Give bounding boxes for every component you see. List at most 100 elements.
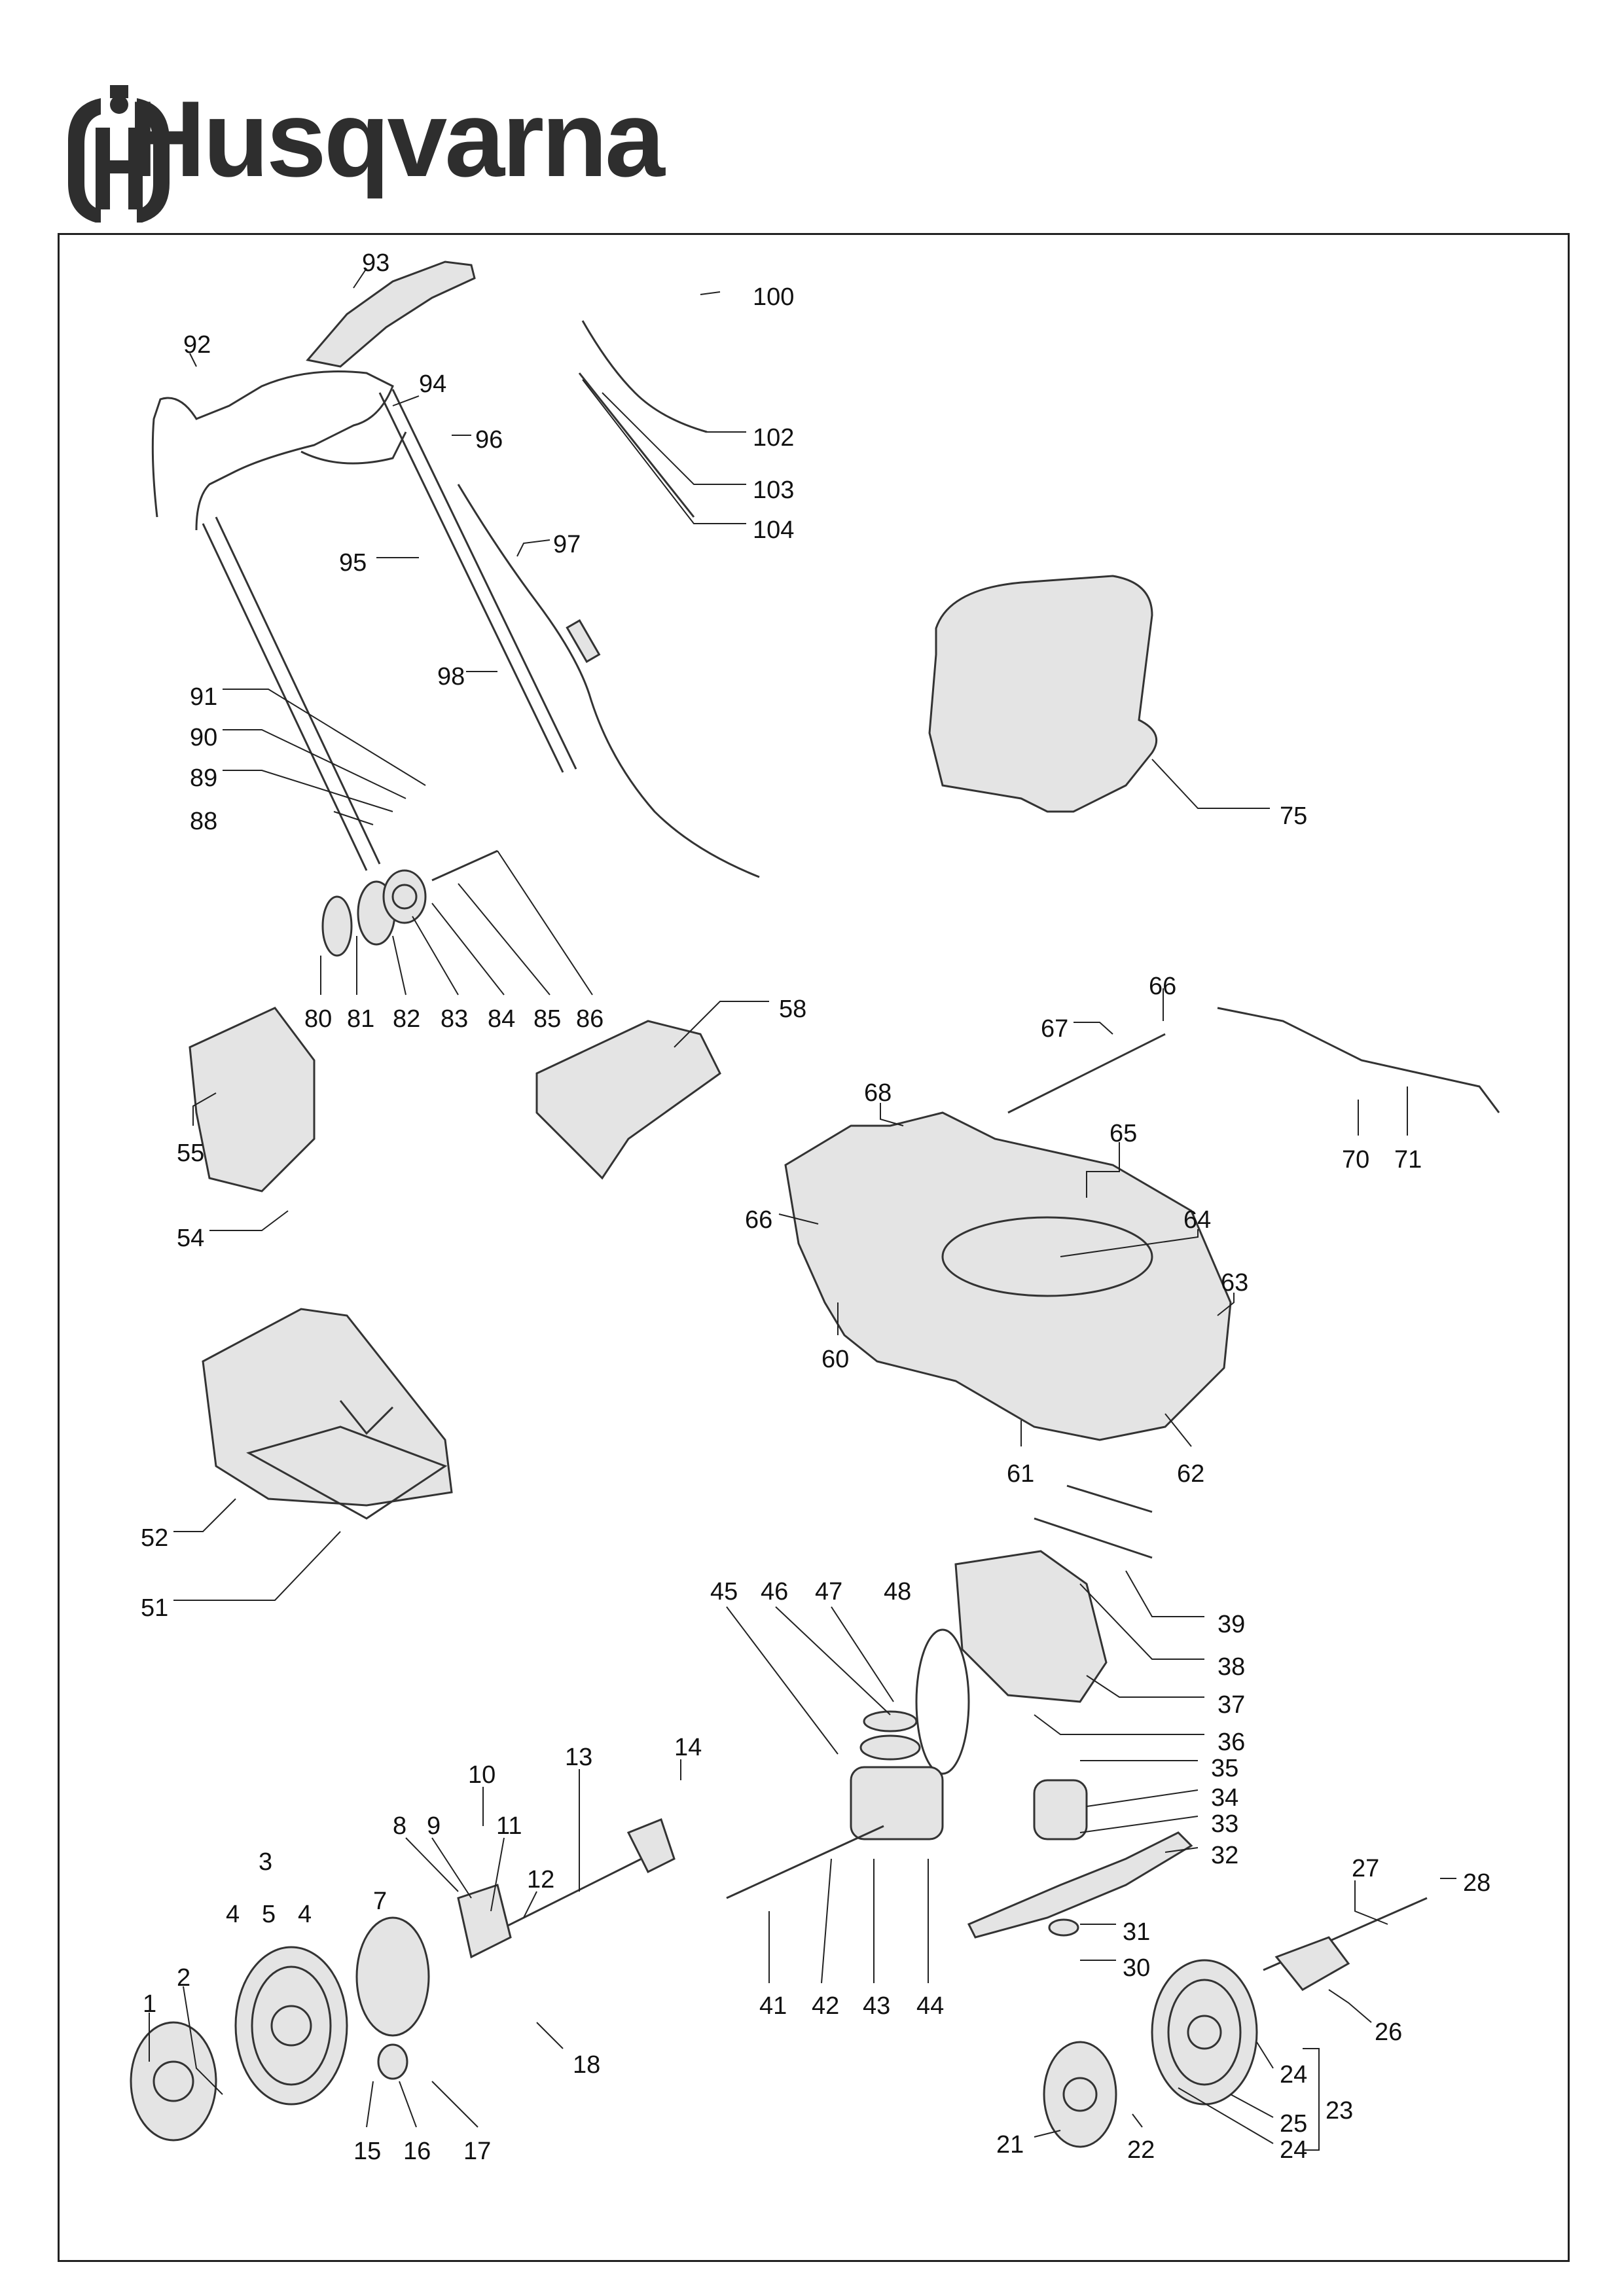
callout-11: 11 xyxy=(496,1812,522,1840)
callout-51: 51 xyxy=(141,1594,168,1622)
callout-28: 28 xyxy=(1463,1869,1490,1897)
callout-24: 24 xyxy=(1280,2061,1307,2089)
callout-68: 68 xyxy=(864,1079,892,1107)
callout-84: 84 xyxy=(488,1005,515,1033)
front-axle-part xyxy=(457,1818,676,1959)
callout-41: 41 xyxy=(759,1992,787,2020)
diagram-frame xyxy=(58,233,1570,2262)
callout-65: 65 xyxy=(1110,1120,1137,1147)
brand-logo xyxy=(68,85,170,223)
callout-30: 30 xyxy=(1123,1954,1150,1982)
callout-37: 37 xyxy=(1218,1691,1245,1719)
callout-98: 98 xyxy=(437,663,465,691)
callout-104: 104 xyxy=(753,516,794,544)
callout-88: 88 xyxy=(190,808,217,835)
callout-86: 86 xyxy=(576,1005,604,1033)
callout-95: 95 xyxy=(339,549,367,577)
callout-34: 34 xyxy=(1211,1784,1238,1812)
drive-belt-part xyxy=(915,1628,970,1775)
callout-81: 81 xyxy=(347,1005,374,1033)
callout-4: 4 xyxy=(298,1901,312,1928)
callout-5: 5 xyxy=(262,1901,276,1928)
callout-33: 33 xyxy=(1211,1810,1238,1838)
callout-91: 91 xyxy=(190,683,217,711)
gearbox-cover-part xyxy=(954,1550,1108,1703)
callout-63: 63 xyxy=(1221,1269,1248,1297)
callout-10: 10 xyxy=(468,1761,496,1789)
callout-85: 85 xyxy=(533,1005,561,1033)
callout-24: 24 xyxy=(1280,2136,1307,2164)
callout-93: 93 xyxy=(362,249,389,277)
callout-66: 66 xyxy=(745,1206,772,1234)
callout-61: 61 xyxy=(1007,1460,1034,1488)
callout-22: 22 xyxy=(1127,2136,1155,2164)
callout-103: 103 xyxy=(753,476,794,504)
callout-3: 3 xyxy=(259,1848,272,1876)
front-wheel-assembly xyxy=(130,1916,430,2142)
callout-83: 83 xyxy=(441,1005,468,1033)
handle-grip-part xyxy=(306,260,476,368)
deck-axle-rod-part xyxy=(1007,1033,1166,1114)
callout-67: 67 xyxy=(1041,1015,1068,1043)
callout-7: 7 xyxy=(373,1888,387,1915)
mower-deck-part xyxy=(784,1111,1232,1441)
callout-90: 90 xyxy=(190,724,217,751)
drive-cable-part xyxy=(457,484,760,878)
callout-18: 18 xyxy=(573,2051,600,2079)
callout-97: 97 xyxy=(553,531,581,558)
callout-80: 80 xyxy=(304,1005,332,1033)
callout-12: 12 xyxy=(527,1866,554,1893)
callout-42: 42 xyxy=(812,1992,839,2020)
callout-36: 36 xyxy=(1218,1729,1245,1756)
bag-frame-part xyxy=(246,1426,448,1520)
rear-axle-part xyxy=(1263,1897,1428,1991)
leader-lines xyxy=(149,268,1456,2151)
skid-plate-part xyxy=(1034,1517,1153,1559)
callout-4: 4 xyxy=(226,1901,240,1928)
throttle-cable-part xyxy=(581,320,708,433)
callout-21: 21 xyxy=(996,2131,1024,2159)
callout-82: 82 xyxy=(393,1005,420,1033)
callout-45: 45 xyxy=(710,1578,738,1605)
gearbox-part xyxy=(726,1710,944,1899)
callout-13: 13 xyxy=(565,1744,592,1771)
callout-48: 48 xyxy=(884,1578,911,1605)
rear-flap-part xyxy=(535,1020,721,1180)
callout-39: 39 xyxy=(1218,1611,1245,1638)
callout-60: 60 xyxy=(821,1346,849,1373)
callout-92: 92 xyxy=(183,331,211,359)
callout-55: 55 xyxy=(177,1139,204,1167)
callout-66: 66 xyxy=(1149,973,1176,1000)
callout-94: 94 xyxy=(419,370,446,398)
callout-14: 14 xyxy=(674,1734,702,1761)
callout-64: 64 xyxy=(1183,1206,1211,1234)
cable-clip-part xyxy=(578,372,695,518)
callout-26: 26 xyxy=(1375,2018,1402,2046)
callout-1: 1 xyxy=(143,1990,156,2018)
callout-35: 35 xyxy=(1211,1755,1238,1782)
callout-96: 96 xyxy=(475,426,503,454)
rear-axle-lever-part xyxy=(1217,1007,1500,1113)
callout-75: 75 xyxy=(1280,802,1307,830)
husqvarna-crown-h-icon xyxy=(68,85,170,223)
callout-71: 71 xyxy=(1394,1146,1422,1174)
callout-100: 100 xyxy=(753,283,794,311)
callout-70: 70 xyxy=(1342,1146,1369,1174)
deck-cutout-part xyxy=(941,1216,1153,1297)
callout-102: 102 xyxy=(753,424,794,452)
engine-part xyxy=(928,575,1158,813)
lower-handle-bar-part xyxy=(202,389,577,871)
callout-32: 32 xyxy=(1211,1842,1238,1869)
callout-43: 43 xyxy=(863,1992,890,2020)
rear-wheel-assembly xyxy=(1043,1959,1258,2148)
callout-9: 9 xyxy=(427,1812,441,1840)
callout-27: 27 xyxy=(1352,1855,1379,1882)
brand-name: Husqvarna xyxy=(128,79,665,199)
callout-16: 16 xyxy=(403,2138,431,2165)
callout-44: 44 xyxy=(916,1992,944,2020)
handle-knob-assembly xyxy=(321,850,498,957)
callout-89: 89 xyxy=(190,764,217,792)
upper-handle-part xyxy=(151,370,407,531)
